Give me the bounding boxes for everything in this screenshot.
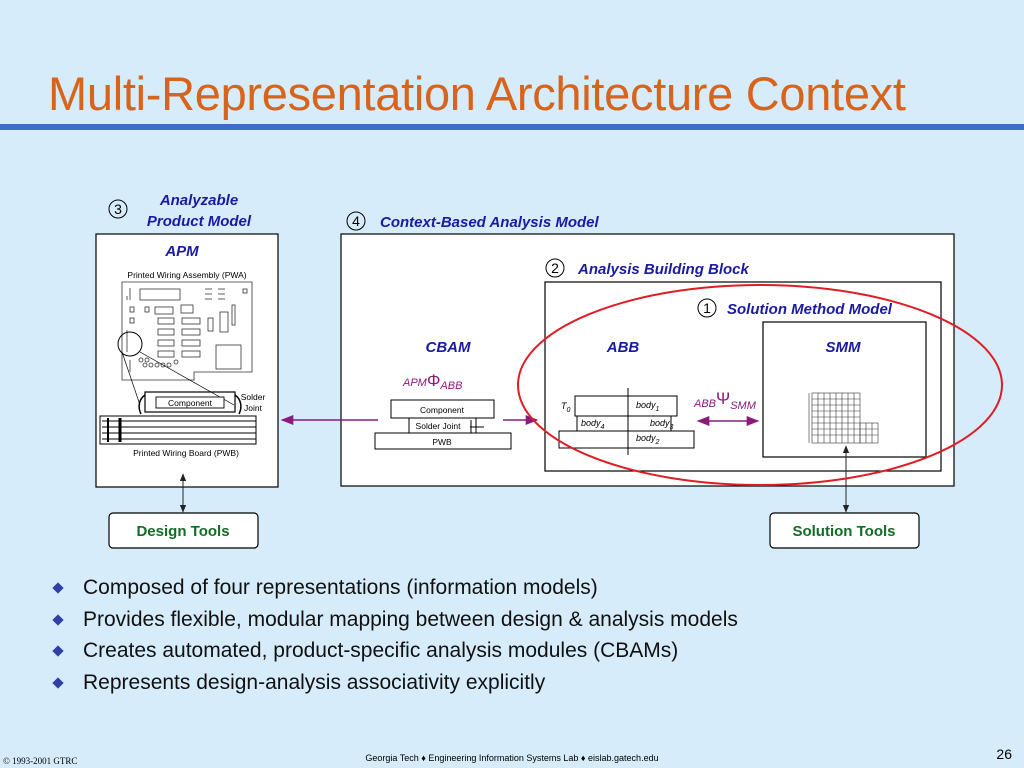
abb-smm-mapping: ABBΨSMM bbox=[693, 389, 757, 412]
apm-label-line2: Product Model bbox=[147, 213, 252, 230]
design-tools-label: Design Tools bbox=[136, 523, 229, 540]
smm-block-label: Solution Method Model bbox=[727, 301, 893, 318]
component-label: Component bbox=[168, 398, 213, 408]
diamond-bullet-icon bbox=[52, 645, 64, 657]
smm-box bbox=[762, 321, 927, 458]
apm-box bbox=[95, 233, 279, 488]
solution-tools-box bbox=[769, 512, 920, 549]
body1-label: body1 bbox=[636, 400, 660, 413]
body2-label: body2 bbox=[636, 433, 660, 446]
diamond-bullet-icon bbox=[52, 676, 64, 689]
solder-zoom-lines bbox=[121, 351, 235, 406]
diamond-bullet-icon bbox=[52, 582, 64, 594]
cbam-component-label: Component bbox=[420, 405, 465, 415]
abb-smm-prefix: ABB bbox=[693, 398, 716, 410]
cbam-pwb-label: PWB bbox=[432, 437, 452, 447]
bullet-item: Provides flexible, modular mapping betwe… bbox=[46, 604, 738, 636]
psi-symbol: Ψ bbox=[716, 389, 730, 408]
pwa-board-drawing bbox=[117, 281, 253, 381]
apm-number: 3 bbox=[114, 201, 122, 217]
solder-joint-label-line2: Joint bbox=[244, 403, 263, 413]
cbam-stack bbox=[374, 399, 512, 450]
copyright: © 1993-2001 GTRC bbox=[3, 756, 78, 766]
cbam-title: CBAM bbox=[426, 339, 471, 356]
apm-abb-prefix: APM bbox=[402, 377, 428, 389]
smm-number: 1 bbox=[703, 300, 711, 316]
cbam-solder-label: Solder Joint bbox=[416, 421, 462, 431]
apm-abb-suffix: ABB bbox=[439, 380, 462, 392]
bullet-list: Composed of four representations (inform… bbox=[46, 572, 738, 698]
context-number: 4 bbox=[352, 213, 360, 229]
bullet-item: Represents design-analysis associativity… bbox=[46, 667, 738, 699]
phi-symbol: Φ bbox=[427, 371, 441, 390]
t0-label: T0 bbox=[561, 401, 571, 414]
solder-joint-marker bbox=[470, 420, 484, 433]
abb-number-badge bbox=[545, 258, 565, 278]
highlight-ellipse bbox=[517, 284, 1003, 486]
solution-tools-label: Solution Tools bbox=[792, 523, 895, 540]
bullet-item: Composed of four representations (inform… bbox=[46, 572, 738, 604]
solder-joint-label-line1: Solder bbox=[241, 392, 266, 402]
smm-title: SMM bbox=[826, 339, 862, 356]
apm-label-line1: Analyzable bbox=[159, 192, 238, 209]
abb-smm-suffix: SMM bbox=[730, 400, 757, 412]
context-number-badge bbox=[346, 211, 366, 231]
pwb-cross-section bbox=[99, 391, 257, 445]
apm-title: APM bbox=[164, 243, 199, 260]
title-rule bbox=[0, 124, 1024, 130]
smm-mesh bbox=[808, 392, 879, 444]
apm-number-badge bbox=[108, 199, 128, 219]
diamond-bullet-icon bbox=[52, 613, 64, 626]
abb-number: 2 bbox=[551, 260, 559, 276]
abb-title: ABB bbox=[606, 339, 640, 356]
body4-label: body4 bbox=[581, 418, 605, 431]
slide-title: Multi-Representation Architecture Contex… bbox=[48, 67, 906, 120]
pwa-label: Printed Wiring Assembly (PWA) bbox=[127, 270, 246, 280]
context-label: Context-Based Analysis Model bbox=[380, 214, 599, 231]
page-number: 26 bbox=[996, 746, 1012, 762]
bullet-item: Creates automated, product-specific anal… bbox=[46, 635, 738, 667]
apm-abb-mapping: APMΦABB bbox=[402, 371, 462, 392]
abb-bodies bbox=[558, 388, 695, 455]
abb-block-label: Analysis Building Block bbox=[577, 261, 750, 278]
smm-number-badge bbox=[697, 298, 717, 318]
design-tools-box bbox=[108, 512, 259, 549]
footer-credits: Georgia Tech ♦ Engineering Information S… bbox=[365, 753, 659, 763]
pwb-label: Printed Wiring Board (PWB) bbox=[133, 448, 239, 458]
body3-label: body3 bbox=[650, 418, 674, 431]
